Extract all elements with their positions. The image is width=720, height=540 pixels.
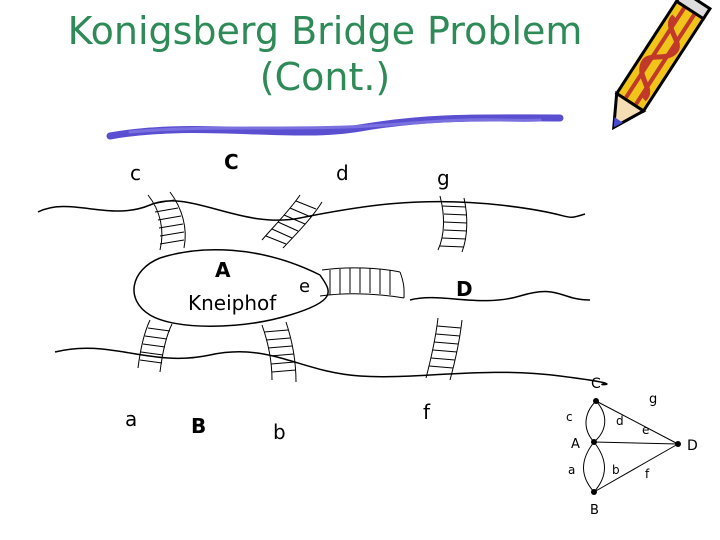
graph-edge-g <box>595 400 679 445</box>
pencil-icon <box>612 0 713 131</box>
title-line-2: (Cont.) <box>259 55 391 99</box>
graph-label-f: f <box>645 467 650 481</box>
graph-edge-e <box>593 441 679 445</box>
map-label-f: f <box>423 400 431 424</box>
graph-label-c: c <box>566 410 573 424</box>
graph-edge-d <box>593 400 606 443</box>
euler-graph <box>583 400 679 493</box>
graph-label-C: C <box>591 376 601 392</box>
graph-node-C <box>593 398 599 404</box>
title-underline-stroke-2 <box>128 118 542 134</box>
map-label-D: D <box>456 277 473 301</box>
graph-label-g: g <box>649 392 657 407</box>
map-label-a: a <box>125 407 137 431</box>
bridge-b <box>261 321 297 383</box>
map-label-d: d <box>336 161 349 185</box>
graph-label-B: B <box>590 503 599 518</box>
graph-label-D: D <box>687 438 698 454</box>
kneiphof-island <box>133 257 329 327</box>
map-label-C: C <box>224 150 239 174</box>
graph-label-A: A <box>571 437 580 452</box>
river-bank-lower <box>54 347 608 386</box>
map-label-g: g <box>437 166 450 190</box>
graph-label-a: a <box>568 463 575 477</box>
graph-label-b: b <box>612 463 620 477</box>
river-branch-d <box>409 290 591 302</box>
bridge-f <box>425 317 463 381</box>
graph-edge-f <box>593 443 679 493</box>
bridge-e <box>319 267 405 299</box>
map-label-A: A <box>215 258 231 282</box>
river-bank-upper <box>37 200 586 221</box>
graph-node-B <box>591 489 597 495</box>
map-label-e: e <box>299 276 310 297</box>
graph-node-D <box>675 441 681 447</box>
bridge-a <box>137 319 173 373</box>
bridge-g <box>437 195 468 253</box>
map-label-B: B <box>191 414 206 438</box>
map-label-kneiphof: Kneiphof <box>188 291 277 315</box>
map-label-c: c <box>130 161 141 185</box>
bridge-c <box>147 191 186 251</box>
kneiphof-island-top <box>159 249 321 276</box>
graph-node-A <box>591 439 597 445</box>
graph-label-e: e <box>642 423 649 437</box>
graph-label-d: d <box>616 414 624 428</box>
graph-edge-c <box>585 400 597 443</box>
slide-title: Konigsberg Bridge Problem (Cont.) <box>0 8 650 100</box>
graph-edge-b <box>593 441 605 493</box>
title-line-1: Konigsberg Bridge Problem <box>67 9 583 53</box>
bridge-d <box>261 194 323 249</box>
map-label-b: b <box>273 420 286 444</box>
graph-edge-a <box>583 441 595 493</box>
